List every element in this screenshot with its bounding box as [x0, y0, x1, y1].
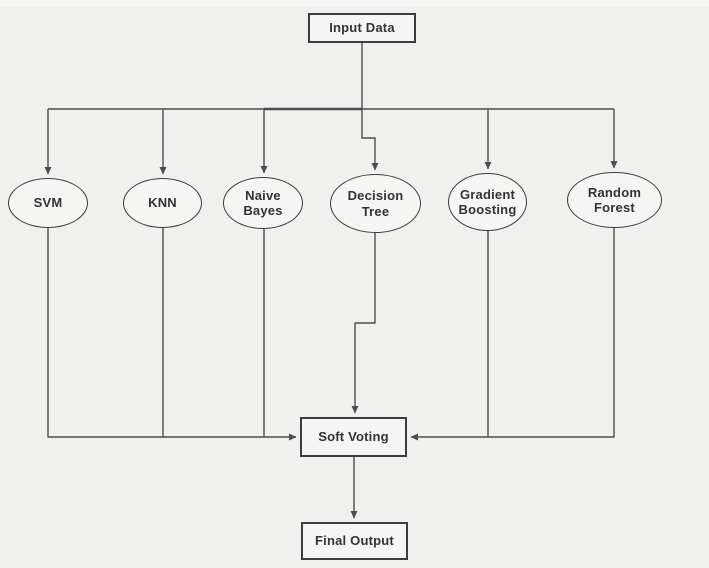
node-soft-voting-label: Soft Voting [318, 429, 389, 445]
edge-svm-to-soft-voting [47, 228, 297, 441]
node-random-forest: Random Forest [567, 172, 662, 228]
node-soft-voting: Soft Voting [300, 417, 407, 457]
node-naive-bayes: Naive Bayes [223, 177, 303, 229]
edge-input-to-decision-tree [361, 43, 379, 171]
node-knn: KNN [123, 178, 202, 228]
node-final-output-label: Final Output [315, 533, 394, 549]
node-naive-bayes-label: Naive Bayes [243, 187, 283, 218]
canvas-top-band [0, 0, 709, 7]
edge-random-forest-to-soft-voting [410, 228, 615, 441]
node-svm: SVM [8, 178, 88, 228]
node-decision-tree-label: Decision Tree [347, 188, 404, 219]
node-input-data-label: Input Data [329, 20, 395, 36]
node-gradient-boosting-label: Gradient Boosting [458, 186, 517, 217]
node-random-forest-label: Random Forest [587, 184, 642, 215]
node-input-data: Input Data [308, 13, 416, 43]
node-gradient-boosting: Gradient Boosting [448, 173, 527, 231]
node-final-output: Final Output [301, 522, 408, 560]
edge-decision-tree-to-soft-voting [351, 233, 376, 414]
node-knn-label: KNN [148, 195, 177, 211]
node-decision-tree: Decision Tree [330, 174, 421, 233]
node-svm-label: SVM [33, 195, 63, 211]
